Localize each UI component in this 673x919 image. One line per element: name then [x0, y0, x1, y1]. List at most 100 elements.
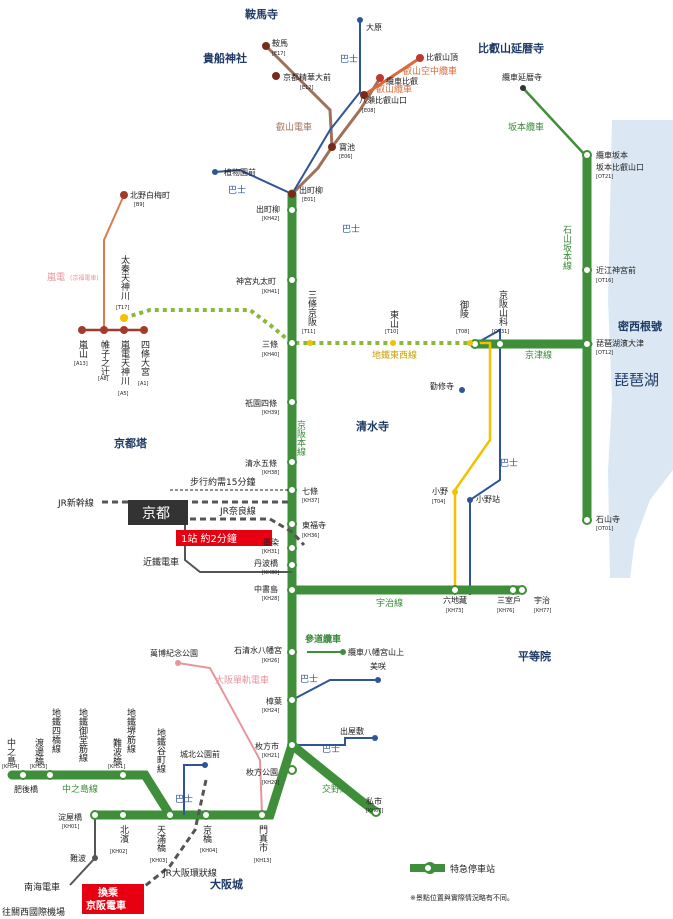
code-ishiyamadera: [OT01]: [596, 526, 613, 532]
monorail-line: [177, 662, 263, 816]
station-deyashiki: 出屋敷: [340, 726, 364, 736]
code-kitano: [B9]: [134, 202, 145, 208]
station-demachi-k: 出町柳: [256, 204, 280, 214]
code-kyobashi: [KH04]: [200, 848, 217, 854]
station-botanical: 植物園前: [224, 167, 256, 177]
station-biwako-hamaotsu: 琵琶湖濱大津: [596, 338, 644, 348]
code-misasagi: [T08]: [456, 329, 469, 335]
station-kitahama: 北濱: [118, 825, 129, 844]
code-watanabebashi: [KH53]: [30, 764, 47, 770]
label-kurama-bus: 巴士: [340, 53, 358, 65]
label-ishiyama-sakamoto: 石山坂本線: [561, 225, 572, 270]
label-osaka-castle: 大阪城: [210, 877, 243, 891]
station-gion: 祇園四條: [245, 398, 277, 408]
label-bus-6: 巴士: [175, 793, 193, 805]
station-higashiyama: 東山: [388, 309, 399, 328]
station-tofukuji: 東福寺: [302, 520, 326, 530]
station-higobashi: 肥後橋: [14, 784, 38, 794]
station-cable-enryaku: 纜車延暦寺: [502, 72, 542, 82]
kyoto-station-label: 京都: [142, 506, 170, 522]
code-shichijo: [KH37]: [302, 498, 319, 504]
label-bus-3: 巴士: [500, 457, 518, 469]
station-shijo-omiya: 四條大宮: [139, 340, 150, 377]
label-monorail: 大阪單軌電車: [215, 674, 269, 686]
sakamoto-cable: [522, 87, 586, 156]
transfer-kyoto-box: [176, 530, 272, 546]
code-seika: [E12]: [300, 85, 313, 91]
label-keihan-main: 京阪本線: [295, 419, 306, 456]
legend-label: 特急停車站: [450, 863, 495, 875]
station-cable-hiei: 纜車比叡: [386, 76, 418, 86]
label-keishin: 京津線: [525, 349, 552, 361]
label-randen: 嵐電: [47, 272, 65, 283]
code-yodoyabashi: [KH01]: [62, 824, 79, 830]
station-nipponbashi: 難波: [70, 853, 86, 863]
bus-lines: [214, 20, 501, 746]
lake-biwa: [608, 120, 673, 578]
station-sanjo: 三條: [262, 339, 278, 349]
station-omi-jingu: 近江神宮前: [596, 265, 636, 275]
code-moriguchi: [KH13]: [254, 858, 271, 864]
kyoto-station-box: [128, 500, 188, 525]
label-eizan: 叡山電車: [276, 121, 312, 133]
station-ishiyamadera: 石山寺: [596, 514, 620, 524]
label-uji-line: 宇治線: [376, 597, 403, 609]
station-kyobashi: 京橋: [201, 824, 212, 844]
station-arashiyama: 嵐山: [77, 340, 88, 358]
code-tambabashi: [KH30]: [262, 570, 279, 576]
code-higashiyama: [T10]: [385, 329, 398, 335]
code-omi-jingu: [OT16]: [596, 278, 613, 284]
code-arashiyama: [A13]: [74, 361, 88, 367]
label-kyoto-tower: 京都塔: [114, 436, 148, 450]
code-tofukuji: [KH36]: [302, 533, 319, 539]
transfer-osaka-line1: 換乘: [98, 886, 119, 899]
station-uji: 宇治: [534, 595, 550, 605]
label-sakamoto-cable: 坂本纜車: [508, 121, 544, 133]
walk-note: 步行約需15分鐘: [190, 476, 255, 488]
tozai-south: [453, 341, 492, 590]
station-iwashimizu: 石清水八幡宮: [234, 645, 282, 655]
landmark-labels: 鞍馬寺 貴船神社 比叡山延暦寺 密西根號 清水寺 京都塔 平等院 大阪城: [114, 7, 662, 891]
keihan-main-line: [7, 150, 593, 820]
station-chushojima: 中書島: [254, 584, 278, 594]
station-mambaku: 萬博紀念公園: [150, 648, 198, 658]
station-keihan-yamashina: 京阪山科: [497, 289, 508, 327]
code-kisaichi: [KH67]: [366, 808, 383, 814]
label-eizan-ropeway: 叡山空中纜車: [403, 65, 457, 77]
station-m-yotsubashi: 地鐵四橋線: [50, 707, 61, 753]
label-bus-1: 巴士: [228, 184, 246, 196]
label-bus-2: 巴士: [342, 223, 360, 235]
station-sakamoto: 坂本比叡山口: [596, 162, 644, 172]
label-tozai: 地鐵東西線: [372, 349, 417, 361]
station-jingu: 神宮丸太町: [236, 276, 276, 286]
label-randen-sub: (京福電車): [70, 274, 99, 282]
disclaimer: ※景點位置與實際情況略有不同。: [410, 893, 514, 902]
code-chushojima: [KH28]: [262, 596, 279, 602]
station-randen-tenjin: 嵐電天神川: [119, 340, 130, 385]
legend-dot: [423, 863, 433, 873]
station-kiyomizu-gojo: 清水五條: [245, 458, 277, 468]
station-kuzuha: 樟葉: [266, 696, 282, 706]
other-markers: [78, 17, 526, 861]
code-m-naniwa: [KH51]: [108, 764, 125, 770]
station-demachi-e: 出町柳: [299, 185, 323, 195]
code-sanjo-keihan: [T11]: [302, 329, 315, 335]
code-yase: [E08]: [362, 108, 375, 114]
code-takaragaike: [E06]: [339, 154, 352, 160]
station-hirakatashi: 枚方市: [255, 741, 279, 751]
station-kurama: 鞍馬: [272, 38, 288, 48]
station-sanjo-keihan: 三條京阪: [306, 290, 317, 327]
station-katabiranotsuji: 帷子之辻: [99, 339, 110, 376]
code-kuzuha: [KH24]: [262, 708, 279, 714]
transfer-osaka-line2: 京阪電車: [86, 899, 126, 912]
label-bus-4: 巴士: [300, 673, 318, 685]
code-sanjo: [KH40]: [262, 352, 279, 358]
station-kitano: 北野白梅町: [130, 190, 170, 200]
code-kiyomizu-gojo: [KH38]: [262, 470, 279, 476]
station-uzumasa: 太秦天神川: [119, 254, 130, 300]
station-yodoyabashi: 淀屋橋: [58, 812, 82, 822]
code-iwashimizu: [KH26]: [262, 658, 279, 664]
station-misaki: 美咲: [370, 661, 386, 671]
label-sando-cable: 參道纜車: [305, 633, 341, 645]
label-eizan-cable: 叡山纜車: [376, 83, 412, 95]
